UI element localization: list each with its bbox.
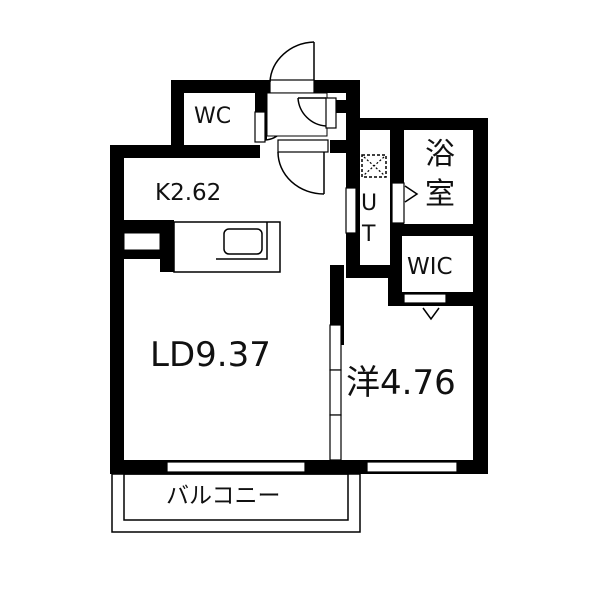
window-ld	[166, 461, 306, 473]
room-label-wic: WIC	[407, 254, 453, 280]
ut-door	[345, 187, 357, 234]
room-label-western: 洋4.76	[346, 363, 456, 403]
wall-ut-left	[346, 80, 360, 270]
wall-wic-left	[388, 224, 402, 304]
wall-top-kitchen	[110, 145, 260, 158]
ut-floor	[360, 153, 390, 265]
kitchen-counter	[173, 221, 281, 273]
wall-left	[110, 145, 124, 473]
wic-door	[403, 293, 447, 304]
wall-bath-bottom	[390, 224, 488, 236]
wall-kitchen-b	[124, 250, 160, 259]
wall-wc-top	[171, 80, 271, 93]
washing-machine-pan	[361, 154, 387, 178]
balcony	[111, 473, 361, 533]
wall-ut-bottom	[346, 265, 402, 278]
entrance-doors	[266, 41, 337, 195]
wall-wc-left	[171, 80, 184, 158]
room-label-ut-u: U	[361, 191, 378, 216]
room-label-wc: WC	[194, 104, 232, 129]
kitchen-vent	[123, 232, 161, 251]
bath-door	[391, 182, 405, 224]
wic-door-arrow	[422, 307, 440, 321]
room-label-balcony: バルコニー	[166, 483, 281, 509]
room-label-bath-2: 室	[425, 177, 455, 212]
washing-machine-x	[363, 156, 385, 176]
room-label-ut-t: T	[362, 222, 376, 247]
wall-entry-bottom	[330, 140, 360, 153]
window-western	[366, 461, 458, 473]
room-label-kitchen: K2.62	[155, 180, 222, 206]
room-label-bath-1: 浴	[425, 137, 455, 172]
sliding-door-western	[329, 324, 342, 461]
bath-door-arrow	[404, 185, 419, 203]
wall-top-right	[360, 118, 488, 130]
room-label-ld: LD9.37	[150, 335, 271, 375]
